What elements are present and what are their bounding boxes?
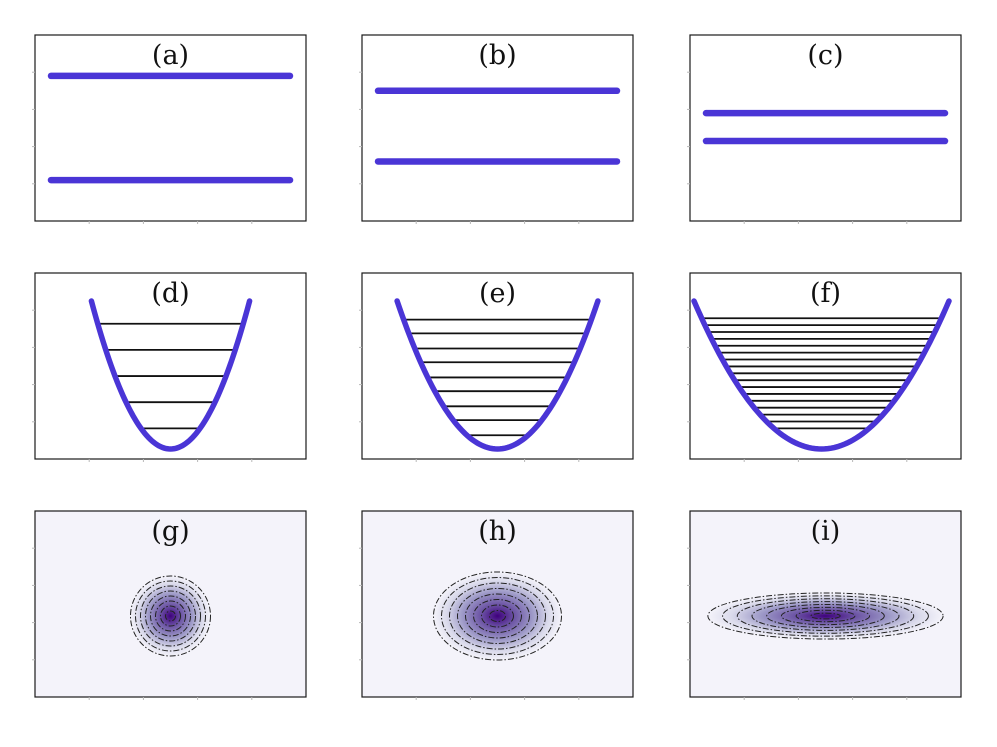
- density-contour: [751, 601, 900, 631]
- density-contour: [795, 609, 856, 623]
- panel-frame: [34, 272, 307, 460]
- panel-label: (a): [152, 40, 189, 71]
- density-fill: [707, 592, 944, 640]
- plot-area: [690, 35, 961, 221]
- density-fill: [130, 576, 211, 656]
- plot-area: [362, 35, 633, 221]
- density-contour: [481, 604, 514, 628]
- density-contour: [160, 605, 181, 627]
- panel-d: (d): [32, 272, 307, 462]
- density-contour: [165, 610, 176, 622]
- density-contour: [473, 599, 522, 633]
- density-contour: [489, 610, 506, 622]
- density-contour: [135, 580, 206, 652]
- density-contour: [722, 595, 929, 637]
- density-contour: [810, 612, 841, 620]
- panel-label: (e): [479, 278, 516, 309]
- panel-label: (h): [478, 516, 516, 547]
- density-contour: [155, 600, 186, 632]
- panel-frame: [689, 272, 962, 460]
- panel-h: (h): [359, 510, 634, 700]
- density-contour: [150, 595, 191, 637]
- potential-curve: [691, 298, 952, 452]
- panel-label: (f): [810, 278, 841, 309]
- density-fill: [433, 572, 562, 660]
- panel-f: (f): [687, 272, 962, 462]
- panel-i: (i): [687, 510, 962, 700]
- panel-frame: [689, 510, 962, 698]
- panel-frame: [361, 510, 634, 698]
- panel-c: (c): [687, 34, 962, 224]
- panel-g: (g): [32, 510, 307, 700]
- panel-frame: [34, 34, 307, 222]
- density-contour: [130, 575, 211, 657]
- panel-b: (b): [359, 34, 634, 224]
- density-contour: [145, 590, 196, 642]
- density-contour: [780, 606, 871, 626]
- panel-label: (c): [807, 40, 843, 71]
- panel-a: (a): [32, 34, 307, 224]
- panel-frame: [361, 272, 634, 460]
- density-contour: [465, 593, 530, 639]
- density-contour: [736, 598, 915, 634]
- density-contour: [766, 603, 885, 629]
- panel-frame: [689, 34, 962, 222]
- panel-label: (d): [151, 278, 189, 309]
- density-contour: [449, 582, 546, 650]
- panel-label: (g): [151, 516, 189, 547]
- potential-curve: [394, 298, 601, 452]
- panel-frame: [361, 34, 634, 222]
- density-contour: [707, 592, 944, 640]
- panel-label: (b): [478, 40, 516, 71]
- density-contour: [433, 571, 562, 661]
- plot-area: [362, 273, 633, 459]
- plot-area: [35, 35, 306, 221]
- density-contour: [441, 577, 554, 655]
- potential-curve: [88, 298, 253, 452]
- density-contour: [457, 588, 538, 644]
- panel-frame: [34, 510, 307, 698]
- panel-e: (e): [359, 272, 634, 462]
- panel-label: (i): [811, 516, 841, 547]
- density-contour: [140, 585, 201, 647]
